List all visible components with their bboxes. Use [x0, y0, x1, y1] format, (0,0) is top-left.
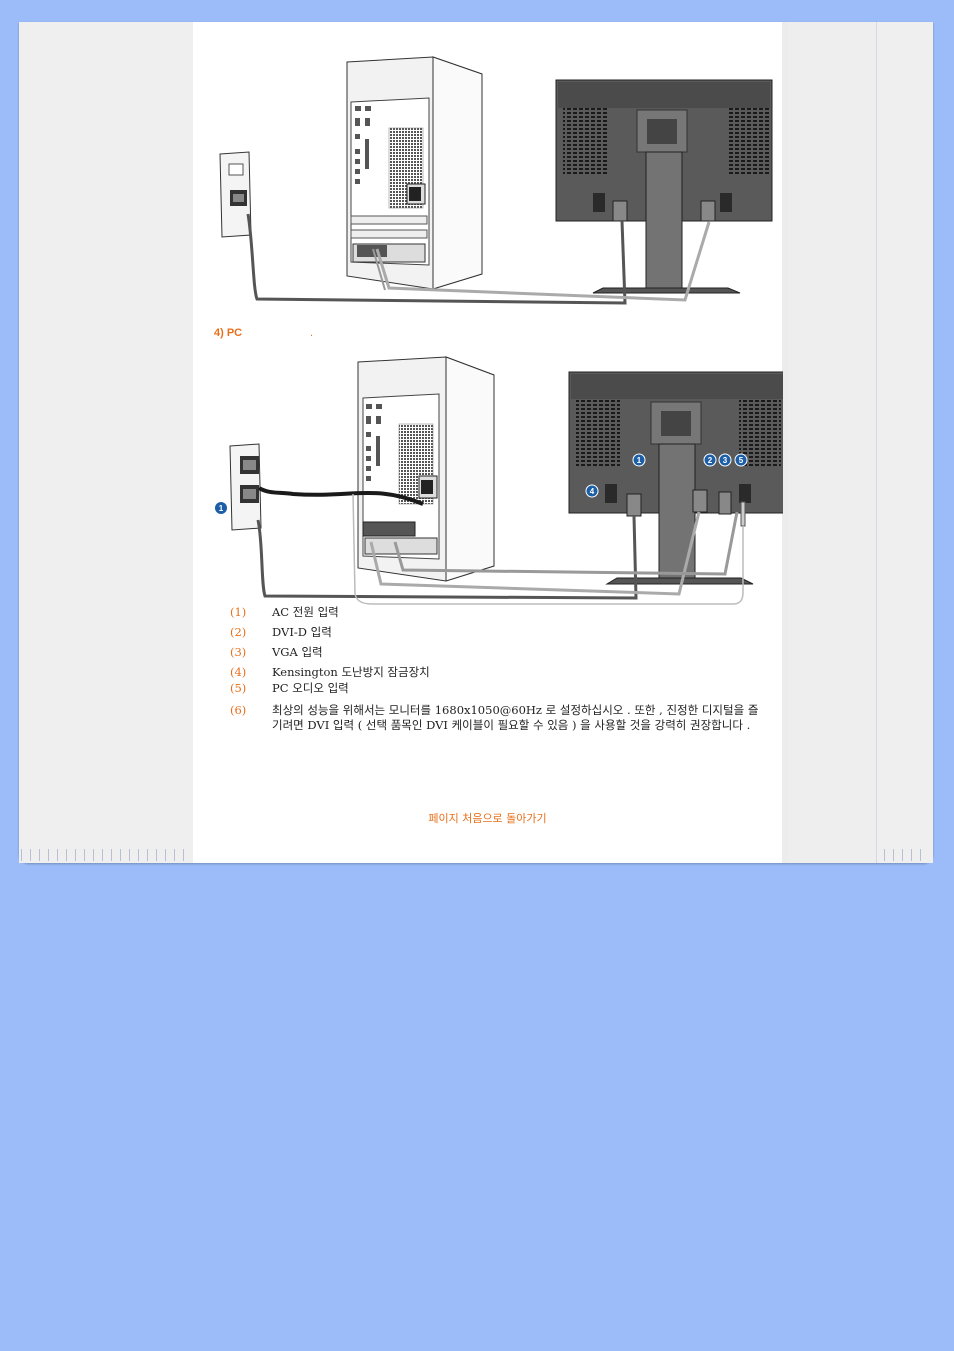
svg-text:1: 1 — [219, 504, 224, 513]
right-footer-ticks — [884, 849, 929, 861]
badge-ac-icon: 1 — [215, 502, 227, 514]
legend-text: Kensington 도난방지 잠금장치 — [272, 665, 430, 679]
back-to-top-link[interactable]: 페이지 처음으로 돌아가기 — [428, 812, 547, 825]
legend-text: 최상의 성능을 위해서는 모니터를 1680x1050@60Hz 로 설정하십시… — [272, 703, 759, 732]
left-margin — [19, 22, 193, 863]
legend-number: (3) — [230, 645, 247, 659]
badge-1-icon: 1 — [632, 453, 646, 467]
legend-number: (2) — [230, 625, 247, 639]
badge-5-icon: 5 — [734, 453, 748, 467]
legend-text: AC 전원 입력 — [272, 605, 339, 619]
svg-text:5: 5 — [739, 456, 744, 465]
content-panel: 4) PC. — [193, 22, 783, 863]
page-frame: 4) PC. — [19, 22, 933, 863]
legend-number: (6) — [230, 703, 247, 717]
svg-text:1: 1 — [637, 456, 642, 465]
legend-number: (1) — [230, 605, 247, 619]
section-caption: 4) PC. — [214, 327, 314, 339]
wall-outlet-icon — [219, 151, 252, 238]
connection-diagram-bottom: 1 1 2 3 5 4 — [215, 356, 783, 605]
legend-text: PC 오디오 입력 — [272, 681, 349, 695]
badge-3-icon: 3 — [718, 453, 732, 467]
pc-tower-icon — [346, 56, 483, 290]
badge-4-icon: 4 — [585, 484, 599, 498]
svg-text:4: 4 — [590, 487, 595, 496]
badge-2-icon: 2 — [703, 453, 717, 467]
left-footer-ticks — [21, 849, 192, 861]
monitor-rear-icon — [555, 79, 773, 294]
pc-tower-icon — [357, 356, 495, 582]
monitor-rear-icon — [568, 371, 783, 585]
connection-diagram-top — [219, 56, 773, 305]
svg-text:3: 3 — [723, 456, 728, 465]
legend-text: VGA 입력 — [272, 645, 323, 659]
legend-number: (4) — [230, 665, 247, 679]
legend-text: DVI-D 입력 — [272, 625, 332, 639]
legend-number: (5) — [230, 681, 247, 695]
right-margin — [788, 22, 933, 863]
wall-outlet-icon — [229, 443, 262, 531]
svg-text:2: 2 — [708, 456, 713, 465]
